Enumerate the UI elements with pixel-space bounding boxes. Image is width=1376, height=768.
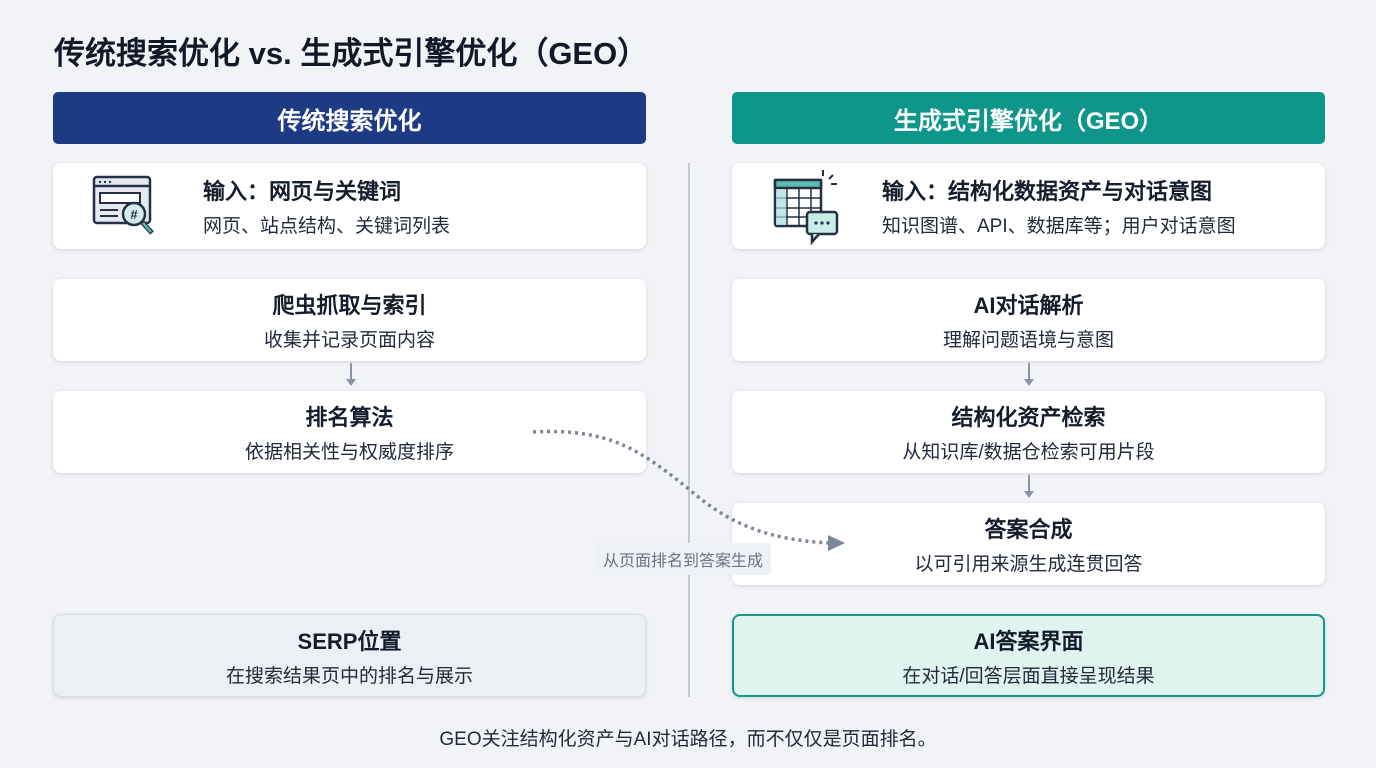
card-subtitle: 依据相关性与权威度排序 [244, 442, 454, 463]
card-title: 结构化资产检索 [951, 405, 1106, 430]
card-subtitle: 从知识库/数据仓检索可用片段 [902, 442, 1155, 463]
card-subtitle: 网页、站点结构、关键词列表 [203, 216, 451, 237]
card-title: AI对话解析 [973, 293, 1084, 318]
webpage-search-icon: # [53, 173, 203, 239]
card-title: 输入：网页与关键词 [203, 179, 402, 204]
card-subtitle: 在搜索结果页中的排名与展示 [225, 665, 473, 687]
arrow-down-icon [1024, 475, 1034, 498]
left-column-header: 传统搜索优化 [53, 92, 646, 144]
svg-text:#: # [130, 207, 138, 222]
right-input-card: 输入：结构化数据资产与对话意图知识图谱、API、数据库等；用户对话意图 [732, 163, 1325, 249]
card-title: 排名算法 [305, 405, 394, 430]
page-title: 传统搜索优化 vs. 生成式引擎优化（GEO） [54, 36, 649, 71]
right-column-header: 生成式引擎优化（GEO） [732, 92, 1325, 144]
arrow-down-icon [1024, 363, 1034, 386]
card-subtitle: 知识图谱、API、数据库等；用户对话意图 [882, 216, 1236, 237]
right-step-retrieval: 结构化资产检索从知识库/数据仓检索可用片段 [732, 391, 1325, 473]
card-title: AI答案界面 [973, 628, 1084, 654]
left-step-ranking: 排名算法依据相关性与权威度排序 [53, 391, 646, 473]
footer-note: GEO关注结构化资产与AI对话路径，而不仅仅是页面排名。 [439, 729, 937, 750]
card-title: 答案合成 [984, 517, 1073, 542]
card-subtitle: 在对话/回答层面直接呈现结果 [902, 665, 1155, 687]
card-title: 爬虫抓取与索引 [272, 293, 427, 318]
card-title: 输入：结构化数据资产与对话意图 [882, 179, 1213, 204]
left-output-serp: SERP位置在搜索结果页中的排名与展示 [53, 614, 646, 697]
transition-label: 从页面排名到答案生成 [595, 543, 772, 575]
card-subtitle: 收集并记录页面内容 [263, 330, 435, 351]
column-divider [688, 163, 690, 697]
left-step-crawl: 爬虫抓取与索引收集并记录页面内容 [53, 279, 646, 361]
card-title: SERP位置 [297, 628, 402, 654]
right-output-ai-answer: AI答案界面在对话/回答层面直接呈现结果 [732, 614, 1325, 697]
left-input-card: # 输入：网页与关键词网页、站点结构、关键词列表 [53, 163, 646, 249]
table-chat-icon [732, 166, 882, 246]
card-subtitle: 理解问题语境与意图 [942, 330, 1114, 351]
right-step-parse: AI对话解析理解问题语境与意图 [732, 279, 1325, 361]
card-subtitle: 以可引用来源生成连贯回答 [914, 554, 1143, 575]
arrow-down-icon [346, 363, 356, 386]
